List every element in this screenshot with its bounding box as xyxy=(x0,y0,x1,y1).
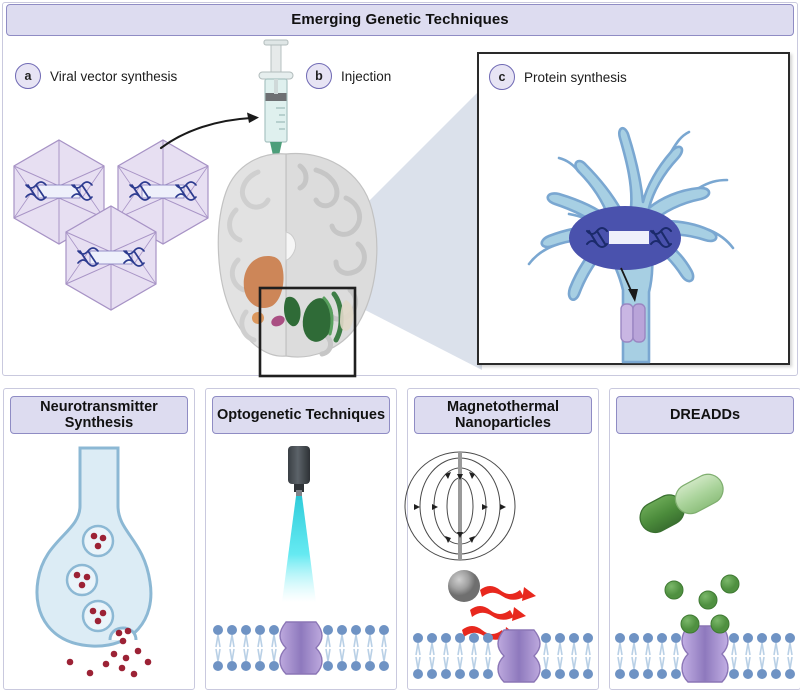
neuron-diagram xyxy=(481,90,786,364)
panel1-title-line2: Synthesis xyxy=(64,415,134,431)
axon-terminal-graphic xyxy=(18,446,180,686)
optogenetics-graphic xyxy=(210,444,392,686)
panel3-title-line1: Magnetothermal xyxy=(447,398,559,415)
panel-label-a: Viral vector synthesis xyxy=(50,69,178,84)
panel-label-c: Protein synthesis xyxy=(524,70,627,85)
panel-badge-a: a xyxy=(15,63,41,89)
flow-arrow xyxy=(155,108,270,158)
panel-badge-b-letter: b xyxy=(315,69,323,83)
dreadds-graphic xyxy=(614,444,796,686)
panel-badge-c: c xyxy=(489,64,515,90)
panel1-title-line1: Neurotransmitter xyxy=(40,398,158,415)
panel-label-b: Injection xyxy=(341,69,392,84)
panel2-title: Optogenetic Techniques xyxy=(216,406,386,423)
panel-badge-c-letter: c xyxy=(498,70,506,84)
figure-title: Emerging Genetic Techniques xyxy=(291,10,509,28)
panel3-title-line2: Nanoparticles xyxy=(455,415,551,431)
panel-badge-b: b xyxy=(306,63,332,89)
figure-title-bar: Emerging Genetic Techniques xyxy=(6,4,794,36)
brain-coronal-section xyxy=(212,148,392,378)
magnetothermal-graphic xyxy=(404,444,594,686)
panel-magnetothermal-nanoparticles-title: Magnetothermal Nanoparticles xyxy=(414,396,592,434)
panel-dreadds-title: DREADDs xyxy=(616,396,794,434)
panel-optogenetic-techniques-title: Optogenetic Techniques xyxy=(212,396,390,434)
panel-badge-a-letter: a xyxy=(24,69,32,83)
panel4-title: DREADDs xyxy=(669,406,741,423)
panel-neurotransmitter-synthesis-title: Neurotransmitter Synthesis xyxy=(10,396,188,434)
